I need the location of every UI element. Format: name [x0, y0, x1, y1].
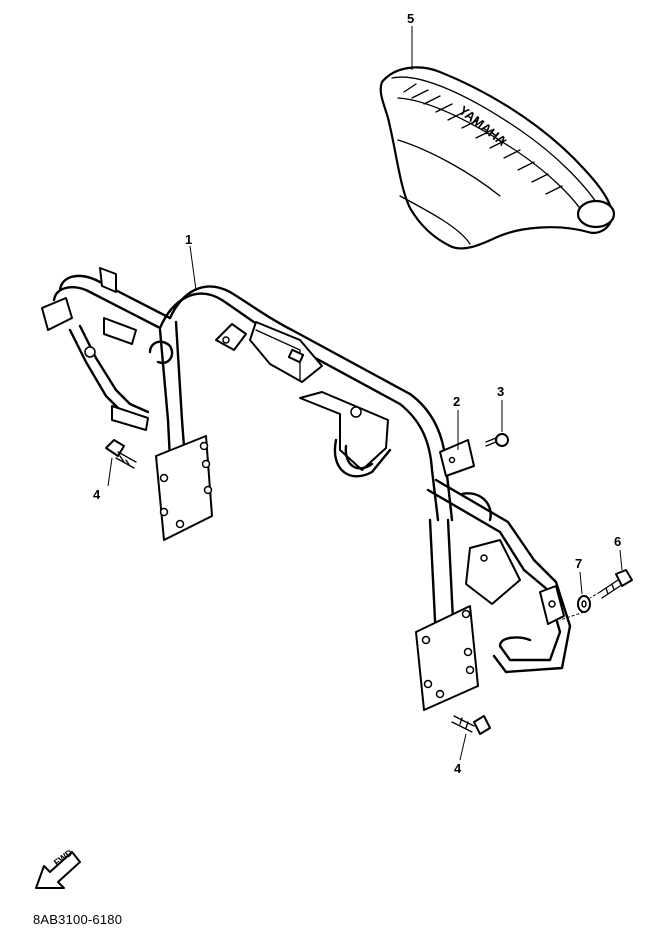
callout-2: 2 [453, 394, 461, 409]
diagram-code: 8AB3100-6180 [33, 912, 123, 927]
seat-part-5: YAMAHA [379, 66, 616, 250]
callout-5: 5 [407, 11, 415, 26]
screw-part-3 [485, 433, 509, 447]
callout-4-lower: 4 [454, 761, 462, 776]
bolt-part-4-upper [105, 439, 137, 469]
bolt-part-6 [599, 569, 633, 599]
leader-lines [107, 26, 623, 761]
forward-arrow-icon [35, 851, 81, 889]
callout-6: 6 [614, 534, 622, 549]
callout-7: 7 [575, 556, 583, 571]
bolt-part-4-lower [451, 715, 491, 735]
callout-1: 1 [185, 232, 193, 247]
callout-3: 3 [497, 384, 505, 399]
callout-4-upper: 4 [93, 487, 101, 502]
frame-part-1 [41, 267, 572, 711]
bracket-part-2 [439, 439, 475, 477]
washer-part-7 [577, 595, 591, 613]
